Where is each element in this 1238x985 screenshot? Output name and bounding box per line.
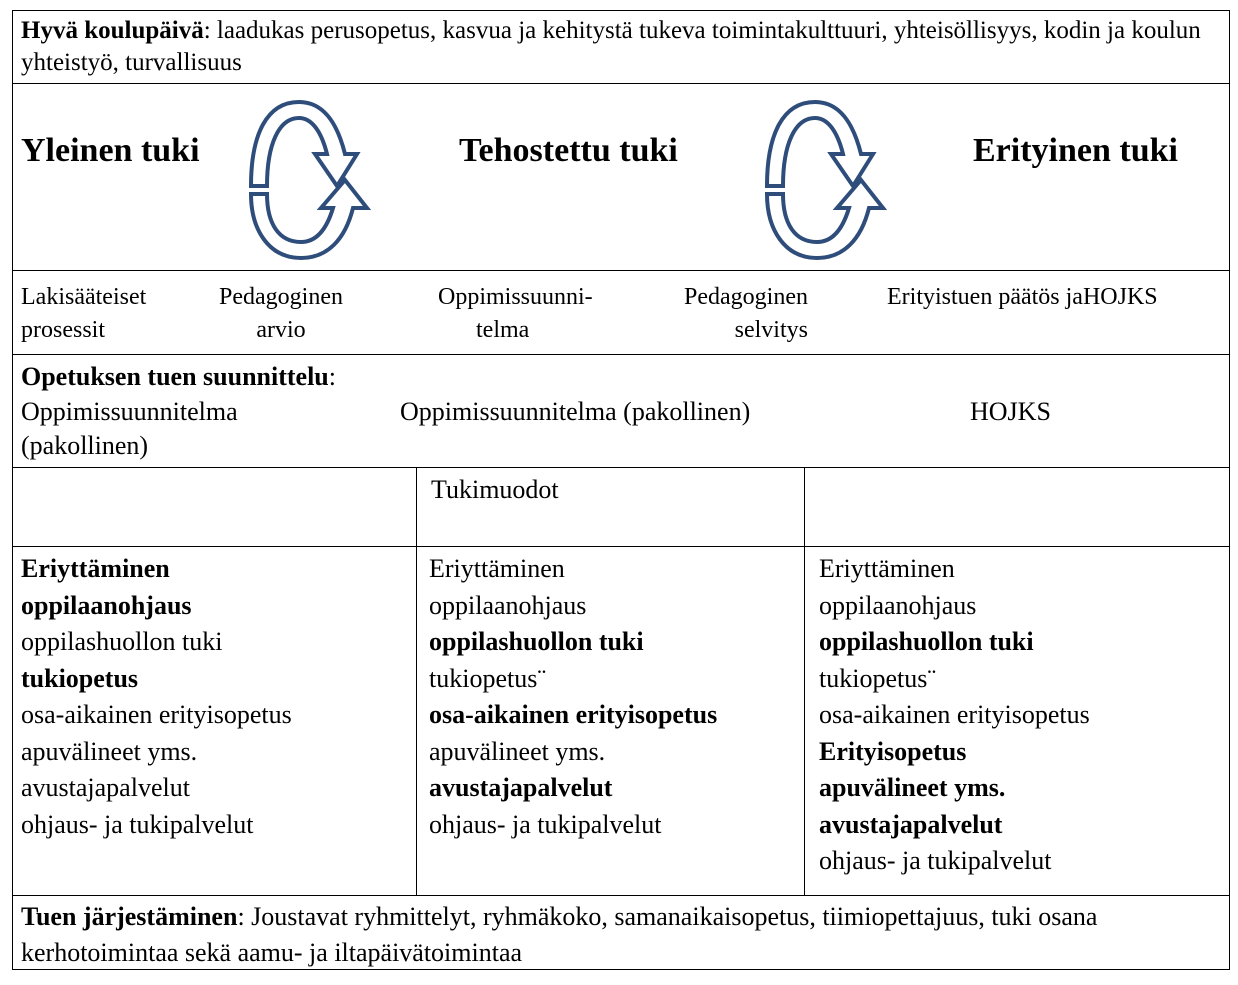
support-forms-row: Eriyttäminen oppilaanohjaus oppilashuollon… <box>12 546 1230 896</box>
planning-colon: : <box>328 362 336 391</box>
support-form-item: oppilaanohjaus <box>819 590 977 620</box>
process-special-support-decision: Erityistuen päätös jaHOJKS <box>887 281 1158 314</box>
organizing-support-description: : Joustavat ryhmittelyt, ryhmäkoko, sama… <box>21 902 1098 967</box>
col-divider-4 <box>804 547 805 895</box>
support-form-item: apuvälineet yms. <box>819 773 1006 802</box>
good-school-day-text: Hyvä koulupäivä: laadukas perusopetus, k… <box>21 15 1221 79</box>
process-statutory-line1: Lakisääteiset <box>21 284 147 310</box>
planning-col2: Oppimissuunnitelma (pakollinen) <box>400 397 751 426</box>
support-form-item: ohjaus- ja tukipalvelut <box>429 809 662 839</box>
support-model-table: Hyvä koulupäivä: laadukas perusopetus, k… <box>12 10 1230 970</box>
support-form-item: ohjaus- ja tukipalvelut <box>819 846 1052 875</box>
support-levels-row: Yleinen tuki Tehostettu tuki Erityinen t… <box>12 83 1230 271</box>
process-learning-plan-line2: telma <box>476 317 530 343</box>
organizing-support-row: Tuen järjestäminen: Joustavat ryhmittely… <box>12 895 1230 970</box>
planning-heading-line: Opetuksen tuen suunnittelu: <box>21 361 336 393</box>
support-forms-header-row: Tukimuodot <box>12 467 1230 547</box>
support-forms-header: Tukimuodot <box>431 475 559 504</box>
support-forms-intensified: Eriyttäminen oppilaanohjaus oppilashuollon… <box>429 551 717 843</box>
support-form-item: Eriyttäminen <box>819 554 955 583</box>
support-form-item: avustajapalvelut <box>429 773 613 802</box>
level-intensified-support: Tehostettu tuki <box>459 132 678 169</box>
process-statutory-line2: prosessit <box>21 317 105 343</box>
support-form-item: apuvälineet yms. <box>429 736 606 766</box>
organizing-support-heading: Tuen järjestäminen <box>21 902 238 931</box>
support-form-item: Eriyttäminen <box>429 554 565 583</box>
organizing-support-text: Tuen järjestäminen: Joustavat ryhmittely… <box>21 899 1221 971</box>
support-form-item: Eriyttäminen <box>21 554 170 583</box>
process-pedagogical-assessment-line2: arvio <box>256 317 306 343</box>
process-pedagogical-assessment: Pedagoginen arvio <box>219 281 343 347</box>
support-forms-special: Eriyttäminen oppilaanohjaus oppilashuollon… <box>819 551 1090 880</box>
process-pedagogical-statement-line1: Pedagoginen <box>684 284 808 310</box>
cycle-arrows-icon <box>248 99 372 261</box>
support-form-item: osa-aikainen erityisopetus <box>21 700 292 729</box>
support-form-item: avustajapalvelut <box>819 809 1003 839</box>
planning-col1-line2: (pakollinen) <box>21 431 149 460</box>
support-form-item: osa-aikainen erityisopetus <box>819 700 1090 729</box>
planning-col1: Oppimissuunnitelma (pakollinen) <box>21 395 238 463</box>
good-school-day-heading: Hyvä koulupäivä <box>21 17 204 44</box>
planning-col3: HOJKS <box>970 397 1051 426</box>
process-pedagogical-statement-line2: selvitys <box>734 317 808 343</box>
support-form-item: apuvälineet yms. <box>21 736 198 766</box>
support-form-item: Erityisopetus <box>819 736 967 766</box>
planning-heading: Opetuksen tuen suunnittelu <box>21 362 329 391</box>
support-planning-row: Opetuksen tuen suunnittelu: Oppimissuunn… <box>12 354 1230 468</box>
col-divider-1 <box>416 468 417 546</box>
support-form-item: oppilashuollon tuki <box>819 627 1034 656</box>
support-form-item: oppilashuollon tuki <box>21 627 223 656</box>
support-form-item: avustajapalvelut <box>21 773 190 802</box>
process-pedagogical-assessment-line1: Pedagoginen <box>219 284 343 310</box>
support-form-item: ohjaus- ja tukipalvelut <box>21 809 254 839</box>
support-form-item: tukiopetus¨ <box>429 663 546 693</box>
support-form-item: oppilaanohjaus <box>21 590 192 620</box>
col-divider-2 <box>804 468 805 546</box>
support-form-item: oppilaanohjaus <box>429 590 587 620</box>
level-general-support: Yleinen tuki <box>21 132 200 169</box>
col-divider-3 <box>416 547 417 895</box>
support-form-item: tukiopetus <box>21 663 139 693</box>
support-forms-general: Eriyttäminen oppilaanohjaus oppilashuollon… <box>21 551 292 843</box>
process-statutory: Lakisääteiset prosessit <box>21 281 146 347</box>
good-school-day-row: Hyvä koulupäivä: laadukas perusopetus, k… <box>12 10 1230 84</box>
support-form-item: oppilashuollon tuki <box>429 627 644 656</box>
support-form-item: osa-aikainen erityisopetus <box>429 700 718 729</box>
process-special-support-decision-line1: Erityistuen päätös jaHOJKS <box>887 284 1158 310</box>
support-form-item: tukiopetus¨ <box>819 663 936 693</box>
statutory-processes-row: Lakisääteiset prosessit Pedagoginen arvi… <box>12 270 1230 355</box>
process-pedagogical-statement: Pedagoginen selvitys <box>684 281 808 347</box>
planning-col1-line1: Oppimissuunnitelma <box>21 397 238 426</box>
process-learning-plan-line1: Oppimissuunni- <box>438 284 593 310</box>
good-school-day-description: : laadukas perusopetus, kasvua ja kehity… <box>21 17 1201 76</box>
process-learning-plan: Oppimissuunni- telma <box>438 281 593 347</box>
cycle-arrows-icon-2 <box>764 99 888 261</box>
level-special-support: Erityinen tuki <box>973 132 1178 169</box>
